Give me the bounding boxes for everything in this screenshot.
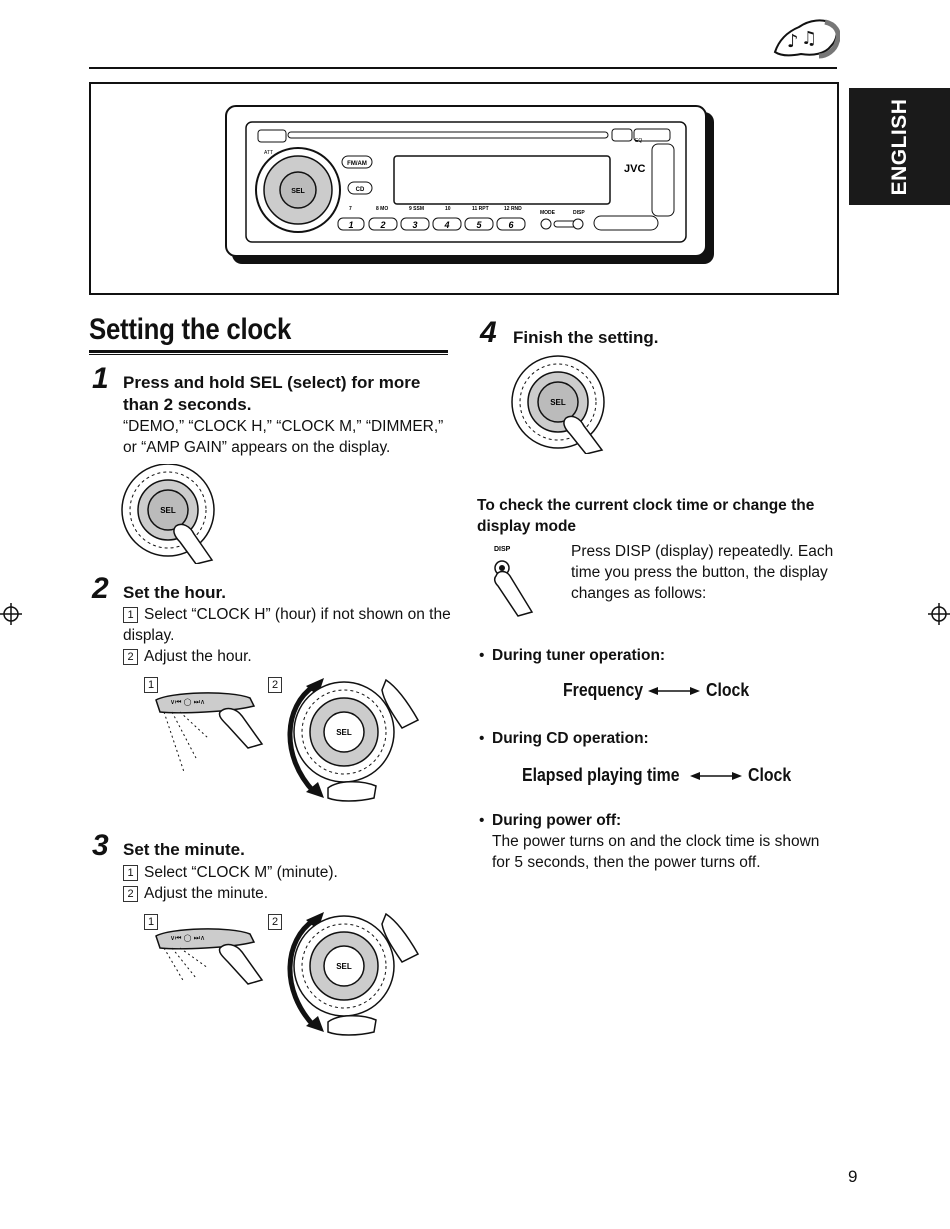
step-4-number: 4 xyxy=(480,316,497,349)
step-3-substep-2-text: Adjust the minute. xyxy=(144,885,269,902)
bullet-tuner-marker: • xyxy=(479,647,485,664)
svg-text:ATT: ATT xyxy=(264,150,273,156)
bullet-cd-label: During CD operation: xyxy=(492,730,649,747)
step-3-heading: Set the minute. xyxy=(123,840,245,859)
registration-mark-icon xyxy=(0,603,22,625)
svg-text:2: 2 xyxy=(379,220,385,230)
svg-text:∨⏮ ◯ ⏭∧: ∨⏮ ◯ ⏭∧ xyxy=(170,698,205,706)
header-rule xyxy=(89,67,837,69)
svg-text:DISP: DISP xyxy=(573,210,585,216)
step-3-substep-1: 1 Select “CLOCK M” (minute). xyxy=(123,862,453,883)
svg-text:6: 6 xyxy=(508,220,514,230)
section-title: Setting the clock xyxy=(89,313,292,346)
device-figure xyxy=(89,82,839,295)
step-4-heading: Finish the setting. xyxy=(513,328,659,347)
step-2-substep-2-marker: 2 xyxy=(123,649,138,665)
step-2-heading: Set the hour. xyxy=(123,583,226,602)
step-1-heading: Press and hold SEL (select) for more tha… xyxy=(123,373,421,414)
step-3-fig-marker-2: 2 xyxy=(268,914,282,930)
step-2-sel-dial-rotate-illustration: SEL xyxy=(287,678,420,802)
cd-flow-right: Clock xyxy=(748,765,792,785)
step-1-number: 1 xyxy=(92,362,109,395)
bullet-poweroff-label: During power off: xyxy=(492,812,622,829)
disp-button-illustration: DISP xyxy=(493,546,534,617)
svg-text:9 SSM: 9 SSM xyxy=(409,206,424,212)
step-2-substep-2: 2 Adjust the hour. xyxy=(123,646,453,667)
step-4-sel-dial-illustration: SEL xyxy=(511,355,605,454)
step-3-button-press-illustration: ∨⏮ ◯ ⏭∧ xyxy=(155,928,264,985)
svg-text:7: 7 xyxy=(349,206,352,212)
step-2-substep-1-marker: 1 xyxy=(123,607,138,623)
svg-text:MODE: MODE xyxy=(540,210,556,216)
step-3-number: 3 xyxy=(92,829,109,862)
music-note-icon: ♪ ♫ xyxy=(773,19,840,59)
step-3-substep-2-marker: 2 xyxy=(123,886,138,902)
tuner-flow-arrow-icon xyxy=(648,687,700,695)
car-stereo-illustration: SEL FM/AM CD JVC EQ 7 8 MO 9 SSM 10 11 R… xyxy=(225,105,714,264)
language-tab: ENGLISH xyxy=(849,88,950,205)
svg-text:♫: ♫ xyxy=(801,28,817,49)
step-3-substep-1-text: Select “CLOCK M” (minute). xyxy=(144,864,338,881)
bullet-poweroff-marker: • xyxy=(479,812,485,829)
svg-text:5: 5 xyxy=(476,220,482,230)
step-1-dial-label: SEL xyxy=(160,506,176,515)
step-2-substep-2-text: Adjust the hour. xyxy=(144,648,252,665)
step-2-number: 2 xyxy=(92,572,109,605)
step-1-sel-dial-illustration: SEL xyxy=(121,464,215,564)
step-2-substep-1-text: Select “CLOCK H” (hour) if not shown on … xyxy=(123,606,451,644)
section-title-rule xyxy=(89,350,448,353)
svg-text:EQ: EQ xyxy=(635,138,642,144)
registration-mark-icon xyxy=(928,603,950,625)
step-4-dial-label: SEL xyxy=(550,398,566,407)
svg-text:1: 1 xyxy=(348,220,353,230)
bullet-cd-marker: • xyxy=(479,730,485,747)
tuner-flow-left: Frequency xyxy=(563,680,644,700)
svg-text:4: 4 xyxy=(443,220,449,230)
svg-text:3: 3 xyxy=(412,220,417,230)
svg-text:♪: ♪ xyxy=(787,31,799,52)
svg-text:∨⏮ ◯ ⏭∧: ∨⏮ ◯ ⏭∧ xyxy=(170,934,205,942)
bullet-poweroff-text: The power turns on and the clock time is… xyxy=(492,833,820,871)
step-2-fig-marker-1: 1 xyxy=(144,677,158,693)
step-2-dial-label: SEL xyxy=(336,728,352,737)
check-body: Press DISP (display) repeatedly. Each ti… xyxy=(571,543,834,602)
bullet-tuner-label: During tuner operation: xyxy=(492,647,666,664)
svg-text:12 RND: 12 RND xyxy=(504,206,522,212)
svg-text:10: 10 xyxy=(445,206,451,212)
step-3-fig-marker-1: 1 xyxy=(144,914,158,930)
step-2-fig-marker-2: 2 xyxy=(268,677,282,693)
disp-button-label: DISP xyxy=(494,546,511,553)
page-number: 9 xyxy=(848,1167,858,1186)
language-tab-label: ENGLISH xyxy=(887,98,911,195)
svg-text:JVC: JVC xyxy=(624,163,645,175)
step-2-button-press-illustration: ∨⏮ ◯ ⏭∧ xyxy=(155,692,264,773)
svg-text:FM/AM: FM/AM xyxy=(347,161,367,167)
step-3-sel-dial-rotate-illustration: SEL xyxy=(287,912,420,1036)
svg-text:SEL: SEL xyxy=(291,188,305,195)
cd-flow-left: Elapsed playing time xyxy=(522,765,680,785)
step-3-dial-label: SEL xyxy=(336,962,352,971)
check-heading: To check the current clock time or chang… xyxy=(477,497,815,535)
cd-flow-arrow-icon xyxy=(690,772,742,780)
step-3-substep-2: 2 Adjust the minute. xyxy=(123,883,453,904)
svg-text:11 RPT: 11 RPT xyxy=(472,206,489,212)
svg-text:CD: CD xyxy=(356,187,365,193)
section-title-underline xyxy=(89,354,448,355)
tuner-flow-right: Clock xyxy=(706,680,750,700)
step-1-body: “DEMO,” “CLOCK H,” “CLOCK M,” “DIMMER,” … xyxy=(123,418,444,456)
step-3-substep-1-marker: 1 xyxy=(123,865,138,881)
svg-text:8 MO: 8 MO xyxy=(376,206,388,212)
